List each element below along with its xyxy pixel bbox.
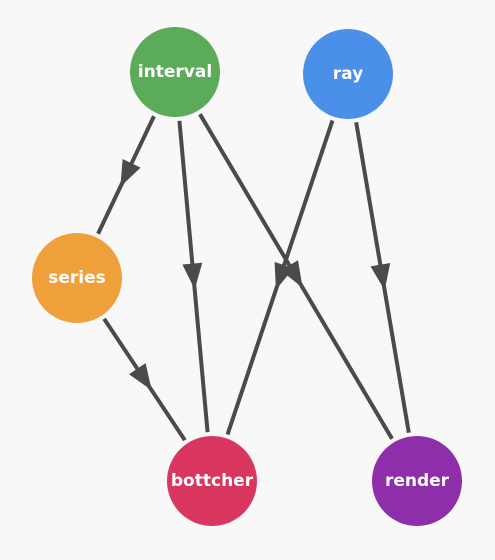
node-label: bottcher	[171, 471, 254, 491]
node-label: interval	[138, 62, 212, 82]
node-series[interactable]: series	[32, 233, 122, 323]
arrowhead-icon	[129, 363, 152, 391]
arrowhead-icon	[280, 260, 303, 288]
node-label: series	[48, 268, 106, 288]
node-bottcher[interactable]: bottcher	[167, 436, 257, 526]
arrowhead-icon	[120, 159, 141, 187]
arrowhead-icon	[370, 263, 391, 291]
node-label: render	[385, 471, 450, 491]
arrowhead-icon	[274, 262, 294, 290]
node-label: ray	[333, 64, 363, 84]
node-ray[interactable]: ray	[303, 29, 393, 119]
nodes-layer: interval ray series bottcher render	[32, 27, 462, 526]
node-render[interactable]: render	[372, 436, 462, 526]
node-interval[interactable]: interval	[130, 27, 220, 117]
arrowhead-icon	[182, 262, 203, 290]
edges-layer	[96, 113, 411, 442]
